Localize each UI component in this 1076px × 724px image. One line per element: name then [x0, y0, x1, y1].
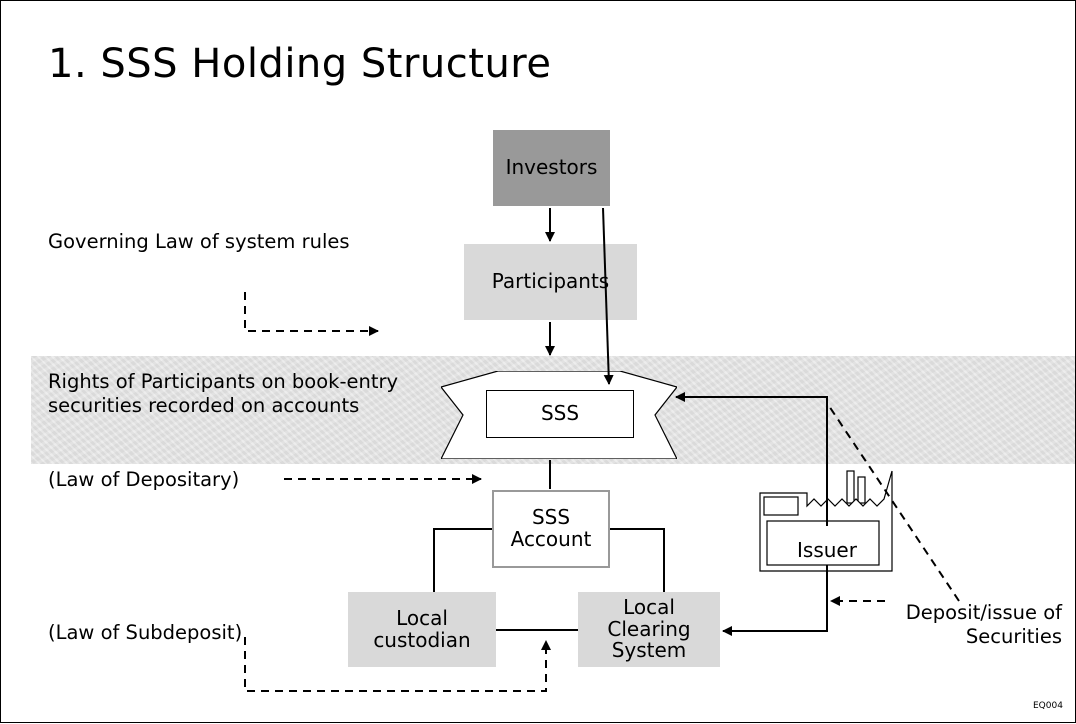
sss-account-box: SSS Account [492, 490, 610, 568]
deposit-issue-label: Deposit/issue of Securities [906, 601, 1062, 650]
slide-title: 1. SSS Holding Structure [48, 41, 552, 87]
participants-label: Participants [491, 269, 610, 294]
local-clearing-line3: System [611, 638, 687, 663]
law-of-depositary-label: (Law of Depositary) [48, 468, 240, 491]
local-custodian-line2: custodian [373, 627, 471, 652]
sss-account-label: SSS Account [511, 507, 592, 550]
dashed-deposit-diagonal [826, 402, 960, 602]
line-account-clearing [610, 528, 665, 592]
sss-account-line2: Account [510, 527, 592, 551]
local-custodian-line1: Local [396, 605, 448, 630]
rights-label: Rights of Participants on book-entry sec… [48, 370, 398, 419]
law-of-subdeposit-label: (Law of Subdeposit) [48, 621, 243, 644]
footer-code: EQ004 [1033, 701, 1063, 711]
dashed-governing-law [244, 292, 379, 336]
sss-box: SSS [486, 390, 634, 438]
local-custodian-box: Local custodian [348, 592, 496, 667]
rights-label-line1: Rights of Participants on book-entry [48, 370, 399, 393]
governing-law-label: Governing Law of system rules [48, 230, 350, 253]
arrow-issuer-sss [675, 392, 828, 526]
local-clearing-line1: Local [623, 595, 675, 620]
investors-box: Investors [493, 130, 610, 206]
deposit-issue-line2: Securities [965, 625, 1062, 649]
deposit-issue-line1: Deposit/issue of [905, 601, 1062, 624]
participants-box: Participants [464, 244, 637, 320]
investors-label: Investors [505, 155, 598, 180]
issuer-label: Issuer [797, 538, 857, 562]
dashed-law-of-subdeposit [244, 637, 551, 692]
line-account-custodian [433, 528, 492, 592]
rights-label-line2: securities recorded on accounts [48, 394, 360, 418]
arrow-issuer-clearing [722, 565, 828, 636]
sss-label: SSS [540, 401, 580, 426]
local-clearing-label: Local Clearing System [607, 597, 690, 662]
local-clearing-system-box: Local Clearing System [578, 592, 720, 667]
arrow-investors-sss [602, 207, 614, 385]
local-clearing-line2: Clearing [607, 616, 691, 641]
local-custodian-label: Local custodian [373, 605, 471, 652]
sss-account-line1: SSS [531, 505, 571, 530]
